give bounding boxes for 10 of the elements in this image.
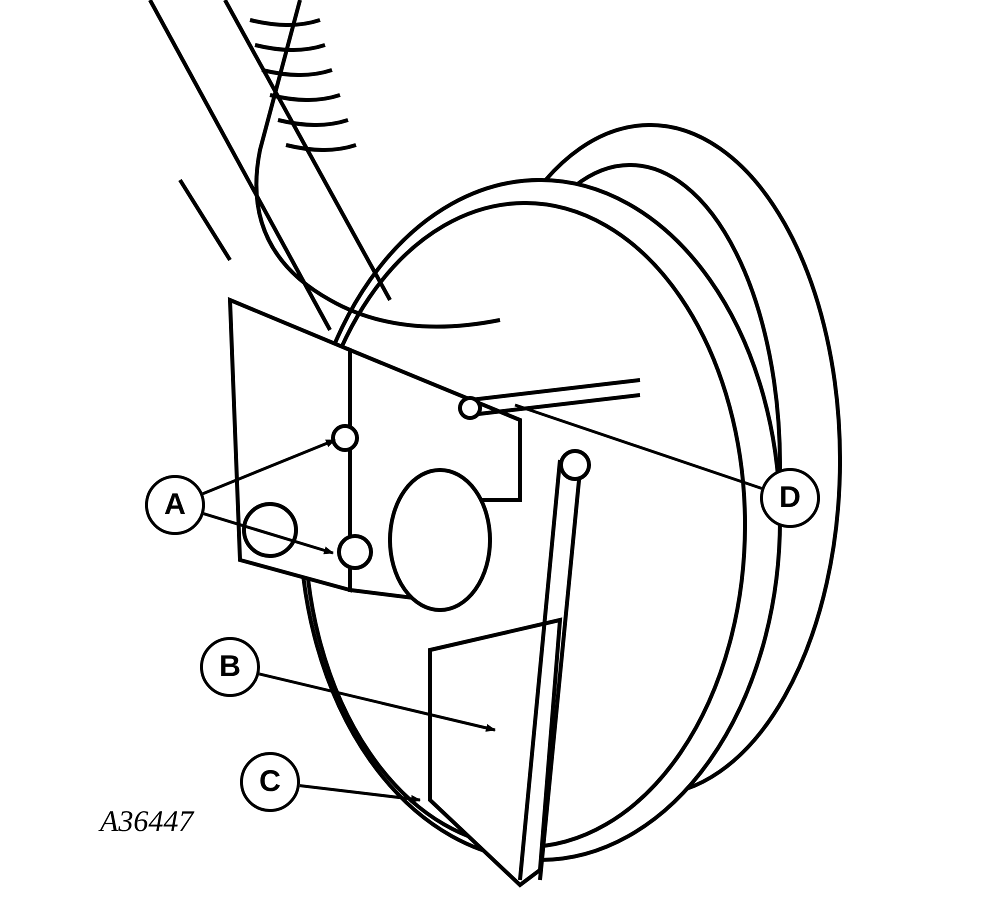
leader-line (203, 512, 334, 554)
leader-line (514, 404, 762, 490)
figure-number: A36447 (100, 805, 194, 839)
leader-line (300, 784, 421, 803)
callout-letter: D (779, 481, 801, 515)
callout-letter: C (259, 765, 281, 799)
callout-letter: A (164, 488, 186, 522)
leader-line (258, 672, 496, 732)
leader-line (202, 438, 336, 496)
callout-letter: B (219, 650, 241, 684)
